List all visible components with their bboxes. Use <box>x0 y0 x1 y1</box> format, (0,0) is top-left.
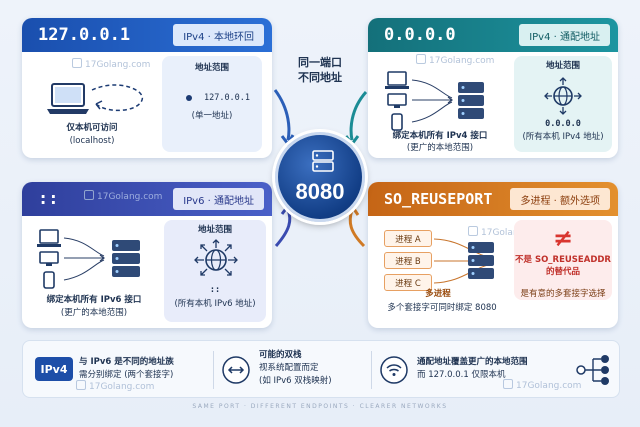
divider <box>371 351 372 389</box>
process-c: 进程 C <box>384 274 432 291</box>
caption-line2: (更广的本地范围) <box>406 143 474 153</box>
caption-line2: (更广的本地范围) <box>60 308 128 318</box>
range-value: 0.0.0.0 <box>545 119 581 129</box>
card-header: 127.0.0.1 IPv4 · 本地环回 <box>22 18 272 52</box>
center-port-circle: 8080 <box>275 132 365 222</box>
footer-tagline: SAME PORT · DIFFERENT ENDPOINTS · CLEARE… <box>192 403 448 410</box>
laptop-icon <box>47 83 89 114</box>
range-dot <box>186 95 192 101</box>
card-reuseport: SO_REUSEPORT 多进程 · 额外选项 17Golang.com 进程 … <box>368 182 618 328</box>
range-note: (所有本机 IPv4 地址) <box>522 132 604 142</box>
card-title: 127.0.0.1 <box>38 25 131 45</box>
card-ipv6-wildcard: :: IPv6 · 通配地址 17Golang.com 绑定本机所有 IPv6 … <box>22 182 272 328</box>
card-header: 0.0.0.0 IPv4 · 通配地址 <box>368 18 618 52</box>
bottom-item2-line3: (如 IPv6 双栈映射) <box>259 376 332 386</box>
devices-icon <box>37 229 140 289</box>
card-title: :: <box>38 189 59 209</box>
center-port-number: 8080 <box>295 179 345 204</box>
range-note: (单一地址) <box>191 111 233 121</box>
bottom-item1-line1: 与 IPv6 是不同的地址族 <box>79 357 174 367</box>
card-title: SO_REUSEPORT <box>384 190 493 208</box>
server-icon <box>468 242 494 279</box>
reuseport-caption: 多个套接字可同时绑定 8080 <box>387 303 497 313</box>
card-tag: IPv4 · 通配地址 <box>519 24 610 46</box>
card-tag: 多进程 · 额外选项 <box>510 188 610 210</box>
swap-arrows-icon <box>222 356 250 384</box>
wifi-icon <box>380 356 408 384</box>
caption-line2: (localhost) <box>69 136 115 146</box>
process-a: 进程 A <box>384 230 432 247</box>
caption-line1: 仅本机可访问 <box>66 123 118 133</box>
not-replacement-panel <box>514 220 612 300</box>
card-title: 0.0.0.0 <box>384 25 456 45</box>
ipv4-badge: IPv4 <box>35 357 73 381</box>
card-tag: IPv4 · 本地环回 <box>173 24 264 46</box>
caption-line1: 绑定本机所有 IPv6 接口 <box>46 295 142 305</box>
network-tree-icon <box>576 355 609 385</box>
card-header: SO_REUSEPORT 多进程 · 额外选项 <box>368 182 618 216</box>
range-value: :: <box>209 285 221 295</box>
not-label-line2: 的替代品 <box>545 267 580 277</box>
bottom-item3-line1: 通配地址覆盖更广的本地范围 <box>417 357 528 367</box>
watermark: 17Golang.com <box>72 58 150 70</box>
bottom-item2-line2: 视系统配置而定 <box>259 363 319 373</box>
center-note-line1: 同一端口 <box>298 56 342 69</box>
not-equal-icon: ≠ <box>552 224 574 252</box>
bottom-item1-line2: 需分别绑定 (两个套接字) <box>79 370 174 380</box>
intentional-label: 是有意的多套接字选择 <box>520 289 606 299</box>
caption-line1: 绑定本机所有 IPv4 接口 <box>392 131 488 141</box>
devices-icon <box>385 71 484 131</box>
range-note: (所有本机 IPv6 地址) <box>174 299 256 309</box>
globe-icon <box>194 239 238 276</box>
globe-icon <box>544 77 582 115</box>
watermark: 17Golang.com <box>84 190 162 202</box>
bottom-item2-line1: 可能的双栈 <box>259 350 302 360</box>
process-b: 进程 B <box>384 252 432 269</box>
range-panel <box>514 56 612 152</box>
bottom-info-bar: IPv4 与 IPv6 是不同的地址族 需分别绑定 (两个套接字) 可能的双栈 … <box>22 340 620 398</box>
range-title: 地址范围 <box>197 225 232 235</box>
card-ipv4-loopback: 127.0.0.1 IPv4 · 本地环回 17Golang.com 仅本机可访… <box>22 18 272 158</box>
divider <box>213 351 214 389</box>
bottom-item3-line2: 而 127.0.0.1 仅限本机 <box>417 370 506 380</box>
watermark: 17Golang.com <box>468 226 546 238</box>
range-title: 地址范围 <box>545 61 580 71</box>
card-tag: IPv6 · 通配地址 <box>173 188 264 210</box>
loopback-arrow-icon <box>91 84 143 112</box>
range-value: 127.0.0.1 <box>203 93 251 103</box>
center-note-line2: 不同地址 <box>298 71 342 84</box>
watermark: 17Golang.com <box>76 380 154 392</box>
server-icon <box>312 150 334 172</box>
range-panel <box>164 220 266 322</box>
watermark: 17Golang.com <box>416 54 494 66</box>
card-header: :: IPv6 · 通配地址 <box>22 182 272 216</box>
range-title: 地址范围 <box>194 63 229 73</box>
range-panel <box>162 56 262 152</box>
not-label-line1: 不是 SO_REUSEADDR <box>515 255 611 265</box>
watermark: 17Golang.com <box>503 379 581 391</box>
multi-process-label: 多进程 <box>425 289 451 299</box>
card-ipv4-wildcard: 0.0.0.0 IPv4 · 通配地址 17Golang.com 绑定本机所有 … <box>368 18 618 158</box>
